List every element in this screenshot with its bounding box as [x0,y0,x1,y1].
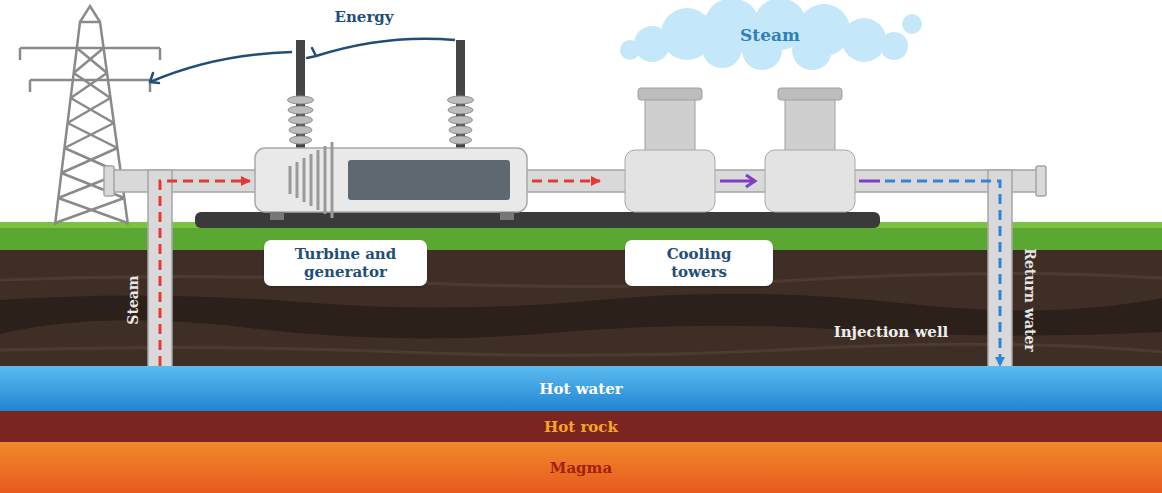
cloud-puff [880,32,908,60]
turbine-generator-part [450,136,472,144]
cooling-tower [625,88,855,212]
turbine-generator-part [288,106,313,114]
flow-arrows [720,175,880,187]
turbine-generator-part [289,116,313,124]
pylon-part [20,48,160,92]
pylon-part [20,6,160,80]
turbine-generator-part [448,106,473,114]
well-label: Injection well [806,323,976,341]
cooling-tower-part [638,88,702,100]
cooling-tower-part [625,150,715,212]
turbine-generator-part [290,136,312,144]
cloud-puff [620,40,640,60]
ground-layer: Hot water [0,366,1162,411]
pylon-part [55,48,127,223]
energy-arrows [150,39,455,83]
node-text: Hot water [539,380,622,398]
turbine-generator-part [500,212,514,220]
pipe-part [104,166,114,196]
ground-layer: Magma [0,442,1162,493]
node-text: Cooling towers [639,245,759,281]
pylon-part [74,48,107,73]
cloud-puff [902,14,922,34]
flow-arrows-part [720,175,755,187]
pylon-part [71,73,111,98]
turbine-generator-part [303,158,306,202]
turbine-generator-part [324,146,327,214]
pylon-part [55,198,127,223]
pylon-part [68,98,114,123]
label-box: Cooling towers [625,240,773,286]
cooling-tower-part [785,95,835,155]
plant-unit: Cooling towers [600,88,885,290]
flow-connector [532,180,600,183]
energy-arrows-part [150,73,159,83]
flow-connector [160,181,250,366]
cooling-tower-part [765,150,855,212]
energy-label: Energy [318,8,410,26]
platform [195,212,880,228]
pipe [104,166,1046,368]
label-box: Turbine and generator [264,240,427,286]
turbine-generator-part [288,96,474,144]
turbine-generator [255,40,527,220]
turbine-generator-part [289,166,292,194]
pipe-label: Return water [1022,248,1038,352]
ground-layer: Hot rock [0,411,1162,442]
platform-part [195,212,880,228]
flow-arrows-part [859,180,880,183]
turbine-generator-part [270,212,284,220]
cooling-tower-part [645,95,695,155]
cloud-puff [842,18,886,62]
cloud-puff [702,28,742,68]
energy-arrows-part [150,52,292,82]
energy-arrows-part [316,39,455,56]
turbine-generator-part [288,96,314,104]
steam-cloud: Steam [612,0,928,70]
node-text: Steam [740,25,800,45]
turbine-generator-part [290,142,332,218]
turbine-generator-part [310,154,313,206]
turbine-generator-part [289,126,312,134]
pylon-part [55,22,128,225]
pipe-part [1036,166,1046,196]
turbine-generator-part [448,96,474,104]
node-text: Turbine and generator [278,245,413,281]
turbine-generator-part [348,160,510,200]
turbine-generator-part [255,148,527,212]
pylon-part [64,123,117,148]
turbine-generator-part [449,126,472,134]
plant-unit: Turbine and generator [250,118,532,290]
node-text: Magma [550,459,612,477]
cooling-tower-part [778,88,842,100]
pipe-label: Steam [125,275,141,324]
turbine-generator-part [449,116,473,124]
turbine-generator-part [331,142,334,218]
node-text: Hot rock [544,418,618,436]
turbine-generator-part [296,162,299,198]
turbine-generator-part [317,150,320,210]
energy-arrows-part [307,48,316,58]
